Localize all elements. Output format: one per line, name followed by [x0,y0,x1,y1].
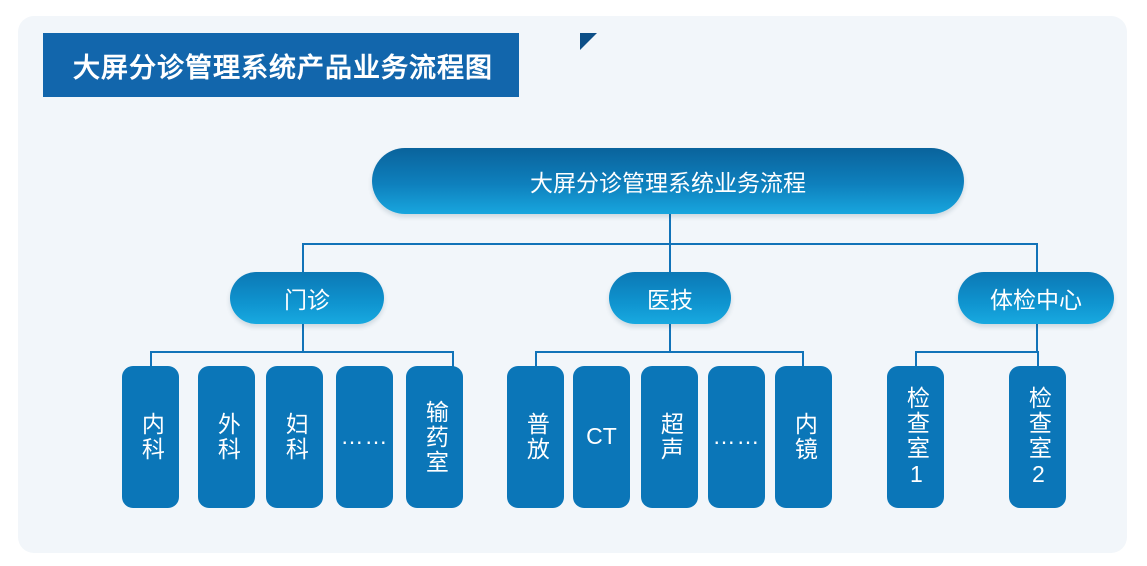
node-leaf-exam-room-1[interactable]: 检查室1 [887,366,944,508]
node-branch-medical-technology[interactable]: 医技 [609,272,731,324]
page-title-banner: 大屏分诊管理系统产品业务流程图 [43,33,519,97]
node-root[interactable]: 大屏分诊管理系统业务流程 [372,148,964,214]
node-leaf-label: …… [340,423,389,450]
node-leaf-label: 输药室 [422,399,449,475]
node-leaf-exam-room-2[interactable]: 检查室2 [1009,366,1066,508]
node-leaf-label: 内镜 [791,412,818,462]
node-leaf-surgery[interactable]: 外科 [198,366,255,508]
node-branch-label: 医技 [647,287,693,313]
node-branch-outpatient[interactable]: 门诊 [230,272,384,324]
node-leaf-label: 检查室2 [1025,385,1052,489]
node-branch-label: 门诊 [284,287,330,313]
node-leaf-label: …… [712,423,761,450]
node-leaf-label: 普放 [523,412,550,462]
node-leaf-label: 检查室1 [903,385,930,489]
node-branch-health-exam-center[interactable]: 体检中心 [958,272,1114,324]
node-branch-label: 体检中心 [990,287,1082,313]
node-leaf-ellipsis-medtech[interactable]: …… [708,366,765,508]
node-leaf-ellipsis-outpatient[interactable]: …… [336,366,393,508]
page-title: 大屏分诊管理系统产品业务流程图 [73,52,493,83]
node-leaf-label: 外科 [214,412,241,462]
node-leaf-label: 超声 [657,412,684,462]
node-leaf-endoscopy[interactable]: 内镜 [775,366,832,508]
node-leaf-gynecology[interactable]: 妇科 [266,366,323,508]
node-root-label: 大屏分诊管理系统业务流程 [530,170,806,196]
node-leaf-internal-medicine[interactable]: 内科 [122,366,179,508]
node-leaf-label: 内科 [138,412,165,462]
node-leaf-general-radiology[interactable]: 普放 [507,366,564,508]
node-leaf-ultrasound[interactable]: 超声 [641,366,698,508]
node-leaf-label: CT [586,423,617,450]
node-leaf-ct[interactable]: CT [573,366,630,508]
banner-fold-corner [580,33,597,50]
node-leaf-label: 妇科 [282,412,309,462]
node-leaf-infusion-pharmacy[interactable]: 输药室 [406,366,463,508]
